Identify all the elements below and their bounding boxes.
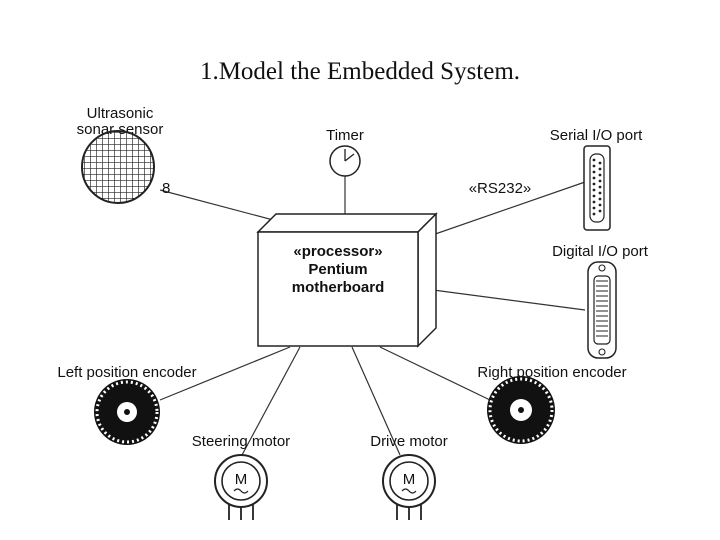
- processor-stereotype: «processor»: [293, 243, 382, 260]
- clock-icon: [329, 145, 361, 177]
- encoder-wheel-icon: [94, 379, 160, 445]
- processor-name-line2: motherboard: [292, 279, 385, 296]
- right-encoder-label: Right position encoder: [477, 364, 626, 381]
- sonar-label-line2: sonar sensor: [77, 121, 164, 138]
- sonar-icon: [81, 130, 155, 204]
- parallel-connector-icon: [587, 261, 617, 359]
- drive-motor: Drive motor M: [370, 433, 448, 520]
- steering-motor-label: Steering motor: [192, 433, 290, 450]
- steering-motor: Steering motor M: [192, 433, 290, 520]
- digital-port-label: Digital I/O port: [552, 243, 649, 260]
- digital-io-port: Digital I/O port: [552, 243, 649, 359]
- db25-connector-icon: [583, 145, 611, 231]
- sonar-multiplicity: 8: [162, 180, 170, 197]
- slide-title: 1.Model the Embedded System.: [199, 58, 521, 85]
- timer: Timer: [326, 127, 364, 177]
- right-encoder-connector: [379, 346, 491, 401]
- serial-io-port: Serial I/O port «RS232»: [469, 127, 643, 231]
- connectors: [159, 176, 586, 456]
- processor-name-line1: Pentium: [308, 261, 367, 278]
- rs232-label: «RS232»: [469, 180, 532, 197]
- left-encoder-connector: [159, 346, 291, 401]
- sonar-label-line1: Ultrasonic: [87, 105, 154, 122]
- encoder-wheel-icon: [487, 376, 555, 444]
- right-position-encoder: Right position encoder: [477, 364, 627, 444]
- timer-label: Timer: [326, 127, 364, 144]
- drive-connector: [351, 346, 401, 456]
- serial-connector: [417, 181, 586, 241]
- motor-icon: M: [214, 454, 268, 520]
- motor-icon: M: [382, 454, 436, 520]
- drive-motor-label: Drive motor: [370, 433, 448, 450]
- processor-node: «processor» Pentium motherboard: [256, 212, 438, 348]
- serial-port-label: Serial I/O port: [550, 127, 643, 144]
- sonar-sensor: Ultrasonic sonar sensor 8: [77, 105, 170, 204]
- left-encoder-label: Left position encoder: [57, 364, 196, 381]
- motor-symbol: M: [235, 471, 248, 488]
- steering-connector: [241, 346, 301, 456]
- left-position-encoder: Left position encoder: [57, 364, 197, 445]
- digital-connector: [417, 287, 586, 311]
- motor-symbol: M: [403, 471, 416, 488]
